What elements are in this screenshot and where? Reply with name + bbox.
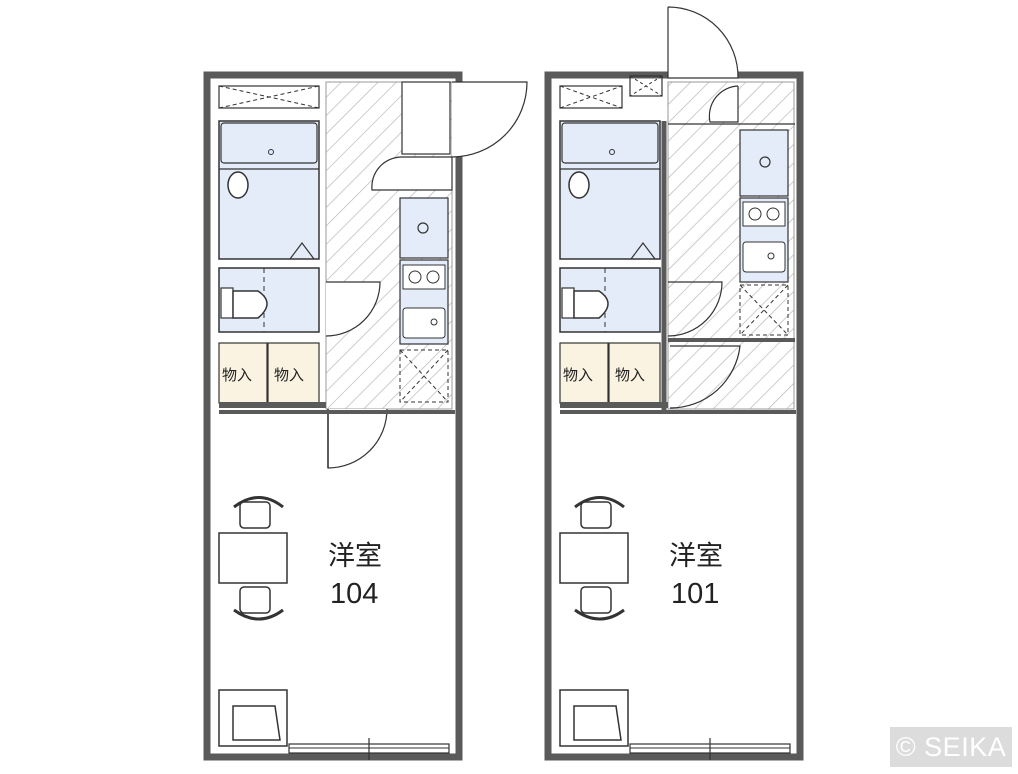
- basin-icon: [568, 171, 590, 199]
- entrance-vent: [629, 75, 663, 97]
- washer-space: [739, 284, 789, 336]
- entrance-door-swing: [667, 6, 739, 79]
- vent-cross: [559, 85, 623, 109]
- shoe-box-swing: [708, 85, 739, 123]
- room-name-label: 洋室: [669, 541, 723, 572]
- bathtub: [220, 122, 318, 164]
- storage-1: [559, 342, 609, 404]
- bath-door-swing: [630, 242, 656, 260]
- storage-label-1: 物入: [563, 366, 593, 384]
- chair-icon: [233, 608, 284, 621]
- top-vent-strip: [218, 85, 320, 109]
- unit-104: 物入 物入 洋室 104: [203, 71, 528, 761]
- toilet-door-swing: [325, 281, 381, 337]
- fridge-space: [399, 197, 449, 259]
- fridge-space: [739, 129, 789, 197]
- top-vent-strip: [559, 85, 623, 109]
- basin-icon: [227, 171, 249, 199]
- entrance-door-swing: [451, 81, 528, 158]
- shoe-box-swing: [371, 156, 453, 191]
- storage-label-2: 物入: [615, 366, 645, 384]
- sink: [402, 307, 446, 339]
- bath-door-swing: [289, 242, 315, 260]
- burner-icon: [426, 270, 440, 284]
- sink: [742, 241, 786, 273]
- bathtub: [561, 122, 659, 164]
- storage-label-2: 物入: [274, 366, 304, 384]
- chair-icon: [233, 496, 284, 509]
- vent-cross: [218, 85, 320, 109]
- washer-space: [399, 349, 449, 403]
- outer-wall: [203, 71, 463, 761]
- burner-icon: [748, 207, 762, 221]
- table: [218, 532, 288, 584]
- copyright-watermark: © SEIKA: [890, 727, 1012, 767]
- entrance-door: [401, 81, 451, 155]
- storage-label-1: 物入: [222, 366, 252, 384]
- chair-icon: [574, 608, 625, 621]
- toilet-icon: [573, 290, 609, 319]
- drain-icon: [417, 222, 429, 234]
- burner-icon: [408, 270, 422, 284]
- room-number-label: 104: [330, 578, 378, 610]
- drain-icon: [759, 156, 771, 168]
- table: [559, 532, 629, 584]
- room-door-swing: [669, 345, 741, 409]
- burner-icon: [766, 207, 780, 221]
- tub-drain-icon: [609, 149, 615, 155]
- room-name-label: 洋室: [328, 541, 382, 572]
- chair-icon: [574, 496, 625, 509]
- toilet-door-swing: [667, 281, 723, 337]
- unit-101: 物入 物入 洋室 101: [544, 6, 804, 761]
- room-number-label: 101: [671, 578, 719, 610]
- tub-drain-icon: [268, 149, 274, 155]
- storage-2: [608, 342, 661, 404]
- toilet-icon: [232, 290, 268, 319]
- room-door-swing: [327, 408, 388, 469]
